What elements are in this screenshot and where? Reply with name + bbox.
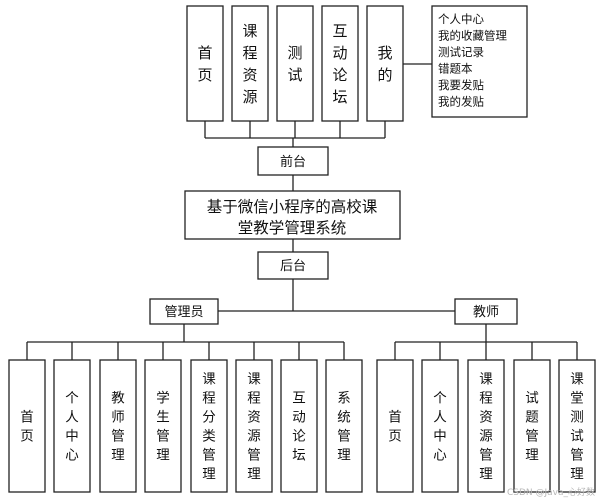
admin-module-2: 教师管理 <box>111 391 125 464</box>
mine-submenu-items: 个人中心我的收藏管理测试记录错题本我要发贴我的发贴 <box>438 12 507 109</box>
frontend-label: 前台 <box>280 154 306 170</box>
frontend-module-mine: 我的 <box>377 44 392 84</box>
teacher-module-3: 试题管理 <box>525 391 539 464</box>
frontend-module-course-resources: 课程资源 <box>242 22 257 106</box>
admin-module-7: 系统管理 <box>337 391 351 464</box>
teacher-module-1: 个人中心 <box>433 391 447 464</box>
teacher-module-0: 首页 <box>388 410 402 445</box>
system-title-line1: 基于微信小程序的高校课 <box>207 198 378 216</box>
admin-module-5: 课程资源管理 <box>247 372 261 483</box>
frontend-module-home: 首页 <box>197 44 212 84</box>
system-title-line2: 堂教学管理系统 <box>238 219 347 237</box>
connector-lines <box>26 63 578 360</box>
mine-submenu: 个人中心我的收藏管理测试记录错题本我要发贴我的发贴 <box>431 5 528 118</box>
role-teacher: 教师 <box>473 304 499 320</box>
teacher-modules: 首页 个人中心 课程资源管理 试题管理 课堂测试管理 <box>376 359 596 493</box>
frontend-module-forum: 互动论坛 <box>332 22 347 106</box>
admin-module-1: 个人中心 <box>65 391 79 464</box>
admin-modules: 首页 个人中心 教师管理 学生管理 课程分类管理 课程资源管理 互动论坛 系统管理 <box>8 359 363 493</box>
admin-module-3: 学生管理 <box>156 391 170 464</box>
frontend-modules: 首页 课程资源 测试 互动论坛 我的 <box>186 5 404 122</box>
role-admin: 管理员 <box>164 305 203 320</box>
admin-module-6: 互动论坛 <box>292 391 306 464</box>
frontend-module-test: 测试 <box>287 44 302 84</box>
teacher-module-4: 课堂测试管理 <box>570 372 584 483</box>
backend-label: 后台 <box>280 259 306 274</box>
teacher-module-2: 课程资源管理 <box>479 372 493 483</box>
admin-module-4: 课程分类管理 <box>202 372 216 483</box>
admin-module-0: 首页 <box>20 410 34 445</box>
watermark: CSDN @Java_心好数 <box>506 488 595 498</box>
